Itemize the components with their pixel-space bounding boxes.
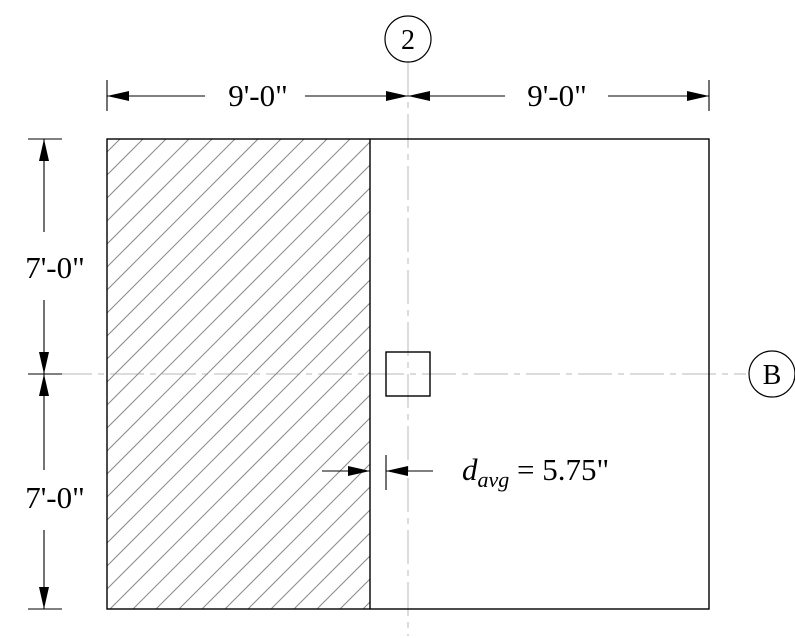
hatch-line	[201, 440, 370, 609]
hatch-line	[107, 233, 370, 498]
hatch-line	[107, 256, 370, 521]
davg-symbol: d	[462, 452, 478, 487]
hatch-line	[155, 394, 370, 609]
hatch-line	[107, 325, 370, 590]
hatch-line	[107, 279, 370, 544]
hatch-line	[107, 187, 370, 452]
hatch-line	[107, 139, 213, 245]
arrowhead	[687, 91, 709, 101]
slab-outline	[106, 138, 710, 610]
column-square	[385, 351, 431, 397]
hatch-line	[132, 371, 370, 609]
davg-value: = 5.75"	[509, 452, 609, 487]
hatch-line	[107, 139, 305, 337]
gridline-2-bubble	[384, 15, 432, 63]
gridline-2-label: 2	[401, 25, 415, 56]
arrowhead	[386, 91, 408, 101]
hatch-line	[224, 463, 370, 609]
left-top-dimension-label: 7'-0"	[25, 250, 85, 285]
arrowhead	[39, 139, 49, 161]
davg-subscript: avg	[478, 467, 510, 492]
top-left-dimension-label: 9'-0"	[228, 78, 288, 113]
hatch-line	[107, 139, 351, 383]
arrowhead	[39, 587, 49, 609]
top-right-dimension-label: 9'-0"	[527, 78, 587, 113]
hatch-line	[247, 486, 370, 609]
arrowhead	[386, 466, 408, 476]
hatch-line	[107, 139, 236, 268]
gridline-b-label: B	[763, 360, 782, 391]
hatched-region	[107, 139, 370, 609]
arrowhead	[107, 91, 129, 101]
hatch-line	[107, 139, 190, 222]
left-bottom-dimension-label: 7'-0"	[25, 480, 85, 515]
arrowhead	[39, 352, 49, 374]
hatch-line	[107, 139, 328, 360]
hatch-line	[109, 348, 370, 609]
hatch-line	[107, 139, 282, 314]
arrowhead	[39, 374, 49, 396]
hatch-line	[107, 139, 259, 291]
hatch-line	[270, 509, 370, 609]
hatch-line	[178, 417, 370, 609]
hatch-line	[107, 164, 370, 429]
hatch-line	[107, 210, 370, 475]
hatch-line	[107, 141, 370, 406]
arrowhead	[348, 466, 370, 476]
hatch-line	[107, 302, 370, 567]
gridline-b-bubble	[748, 350, 795, 398]
davg-label: davg = 5.75"	[462, 452, 609, 492]
arrowhead	[408, 91, 430, 101]
